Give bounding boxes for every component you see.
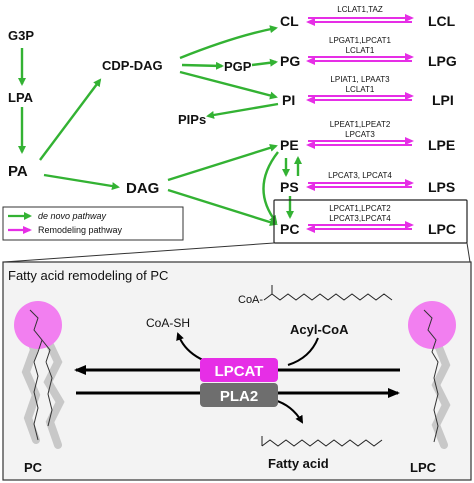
enzyme-pi-1: LPIAT1, LPAAT3: [330, 75, 390, 84]
arrow-pa-cdpdag: [39, 78, 102, 161]
inset-panel: Fatty acid remodeling of PC LPCAT PLA: [2, 261, 472, 481]
fattyacid-label: Fatty acid: [268, 456, 329, 471]
node-lps: LPS: [428, 179, 455, 195]
legend-remodeling-label: Remodeling pathway: [38, 225, 123, 235]
node-dag: DAG: [126, 180, 159, 197]
arrow-dag-pe: [167, 143, 278, 182]
inset-title: Fatty acid remodeling of PC: [8, 268, 168, 283]
denovo-arrows: [18, 25, 302, 227]
arrow-cdpdag-cl: [179, 25, 278, 60]
enzyme-pi-2: LCLAT1: [346, 85, 375, 94]
zoom-line-left: [3, 242, 275, 263]
lpcat-label: LPCAT: [215, 363, 264, 380]
enzyme-pg-1: LPGAT1,LPCAT1: [329, 36, 392, 45]
coa-prefix-label: CoA-: [238, 294, 263, 306]
enzyme-pe-1: LPEAT1,LPEAT2: [330, 120, 391, 129]
node-ps: PS: [280, 179, 299, 195]
node-pips: PIPs: [178, 112, 206, 127]
lpc-backbone: [423, 309, 439, 443]
node-lpe: LPE: [428, 137, 455, 153]
arrow-cdpdag-pgp: [181, 61, 224, 70]
node-cdpdag: CDP-DAG: [102, 58, 163, 73]
pc-chain-right: [43, 341, 65, 449]
node-pc: PC: [280, 221, 299, 237]
arrow-pi-pips: [206, 102, 279, 119]
pla2-label: PLA2: [220, 388, 258, 405]
remodeling-arrows: [306, 14, 414, 233]
node-lpi: LPI: [432, 92, 454, 108]
node-cl: CL: [280, 13, 299, 29]
pc-backbone: [29, 309, 53, 441]
node-lcl: LCL: [428, 13, 456, 29]
node-pgp: PGP: [224, 59, 252, 74]
acylcoa-label: Acyl-CoA: [290, 322, 349, 337]
node-pe: PE: [280, 137, 299, 153]
lpc-molecule: [408, 301, 456, 449]
lpcat-box: [200, 358, 278, 382]
legend: de novo pathway Remodeling pathway: [2, 206, 184, 241]
arrow-cdpdag-pi: [179, 70, 278, 100]
enzyme-pe-2: LPCAT3: [345, 130, 375, 139]
enzyme-pc-1: LPCAT1,LPCAT2: [329, 204, 391, 213]
arrow-pe-pc: [262, 151, 279, 224]
coash-label: CoA-SH: [146, 316, 190, 330]
arrow-pgp-pg: [251, 58, 278, 67]
pc-molecule-label: PC: [24, 460, 43, 475]
enzyme-pc-2: LPCAT3,LPCAT4: [329, 214, 391, 223]
legend-box: [2, 206, 184, 241]
pc-highlight-box: [273, 199, 468, 244]
legend-denovo-label: de novo pathway: [38, 211, 107, 221]
fattyacid-structure: [261, 439, 383, 447]
enzyme-ps-1: LPCAT3, LPCAT4: [328, 171, 392, 180]
acylcoa-input-arrow: [287, 337, 319, 366]
zoom-line-right: [466, 242, 471, 263]
acylcoa-structure: [263, 293, 393, 301]
lpc-molecule-label: LPC: [410, 460, 437, 475]
enzyme-pg-2: LCLAT1: [346, 46, 375, 55]
arrow-pa-dag: [43, 173, 120, 190]
node-pa: PA: [8, 163, 28, 180]
pc-molecule: [14, 301, 65, 449]
arrow-dag-pc: [167, 188, 278, 227]
node-g3p: G3P: [8, 28, 34, 43]
node-lpc: LPC: [428, 221, 456, 237]
enzyme-labels: LCLAT1,TAZ LPGAT1,LPCAT1 LCLAT1 LPIAT1, …: [328, 5, 392, 223]
pc-head-group: [14, 301, 62, 349]
nodes: G3P LPA PA CDP-DAG PGP DAG PIPs CL PG PI…: [8, 13, 457, 237]
node-pg: PG: [280, 53, 300, 69]
node-pi: PI: [282, 92, 295, 108]
enzyme-cl-1: LCLAT1,TAZ: [337, 5, 383, 14]
node-lpg: LPG: [428, 53, 457, 69]
pla2-box: [200, 383, 278, 407]
node-lpa: LPA: [8, 90, 34, 105]
lpc-head-group: [408, 301, 456, 349]
